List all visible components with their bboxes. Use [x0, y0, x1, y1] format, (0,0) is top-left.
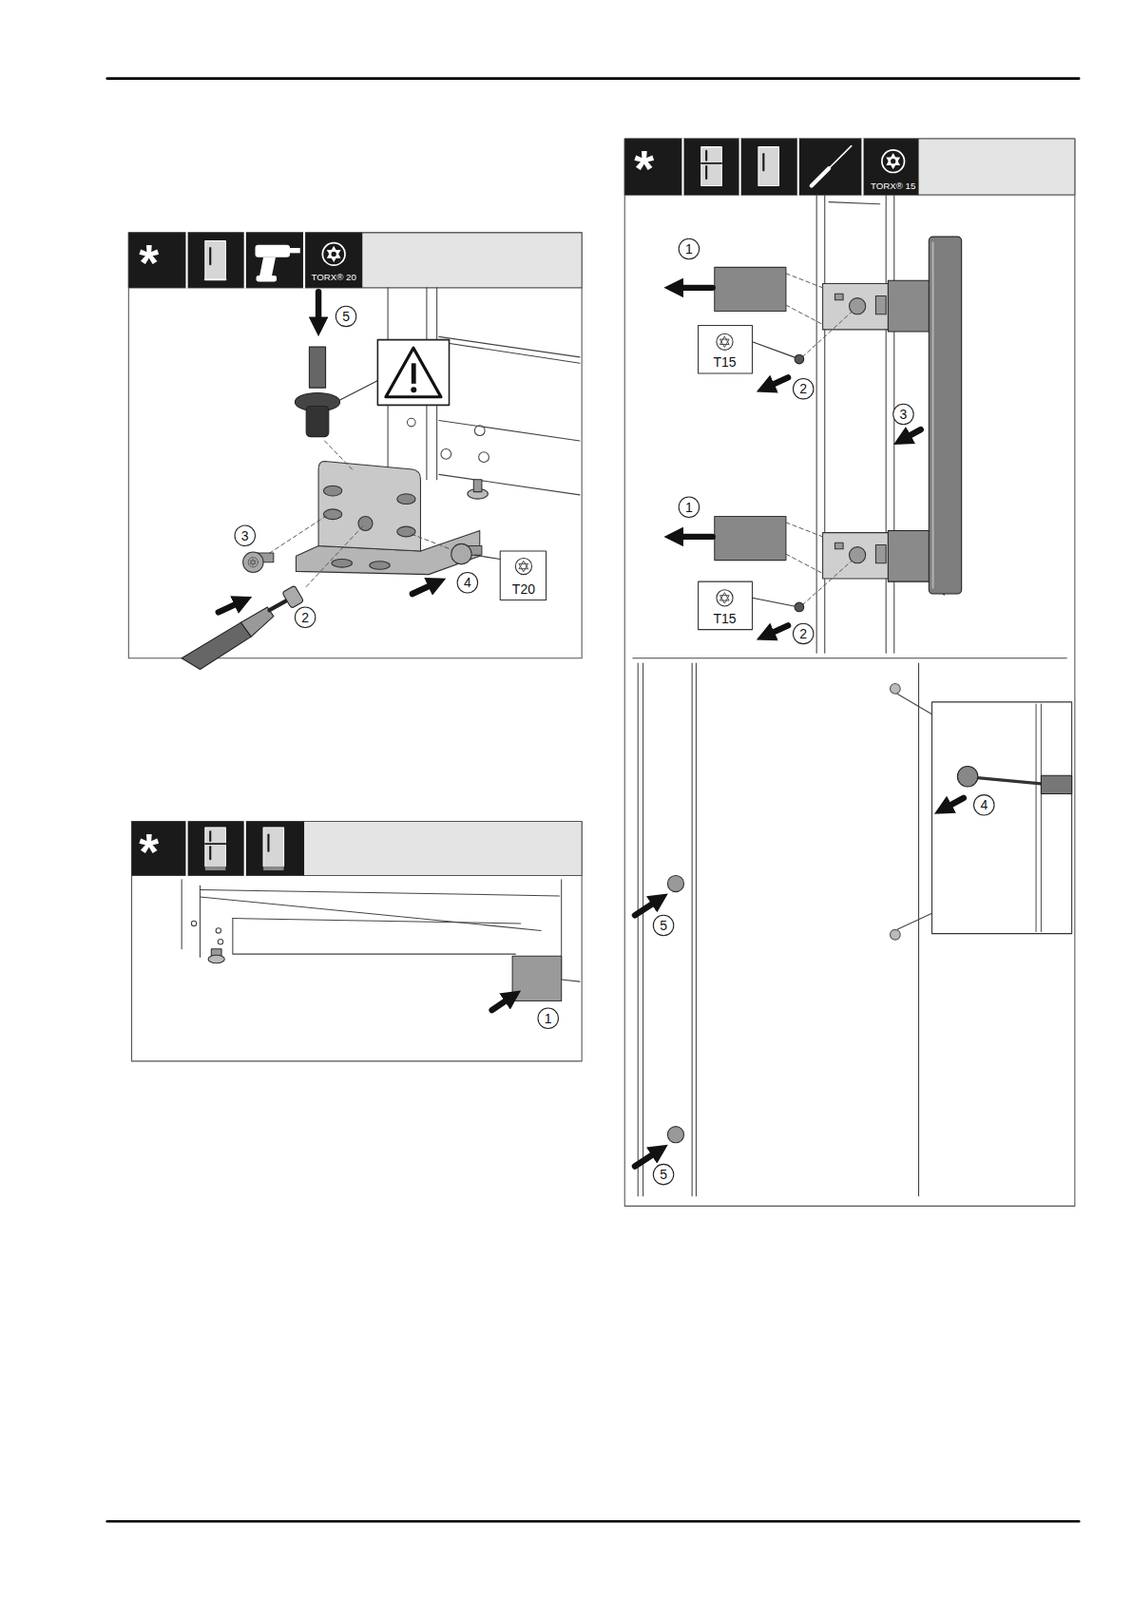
callout-number: 1	[685, 242, 693, 256]
callout-number: 5	[659, 1168, 668, 1182]
callout-number: 4	[463, 575, 472, 590]
callout-number: 4	[979, 798, 988, 812]
callout-number: 3	[899, 407, 907, 422]
callout-number: 3	[241, 529, 250, 543]
torx-size: TORX® 15	[870, 181, 916, 192]
callout-number: 5	[342, 309, 350, 324]
torx-label: T15	[712, 612, 736, 626]
callout-number: 2	[799, 627, 807, 641]
callout-number: 1	[544, 1012, 553, 1026]
header-asterisk: *	[138, 826, 159, 879]
callout-number: 5	[659, 919, 668, 933]
callout-number: 2	[301, 611, 309, 625]
torx-label: T15	[712, 355, 736, 369]
header-asterisk: *	[633, 143, 654, 195]
torx-label: T20	[512, 582, 536, 596]
callout-number: 1	[685, 500, 693, 515]
callout-number: 2	[799, 382, 807, 396]
header-asterisk: *	[138, 237, 159, 289]
torx-size: TORX® 20	[311, 272, 357, 283]
